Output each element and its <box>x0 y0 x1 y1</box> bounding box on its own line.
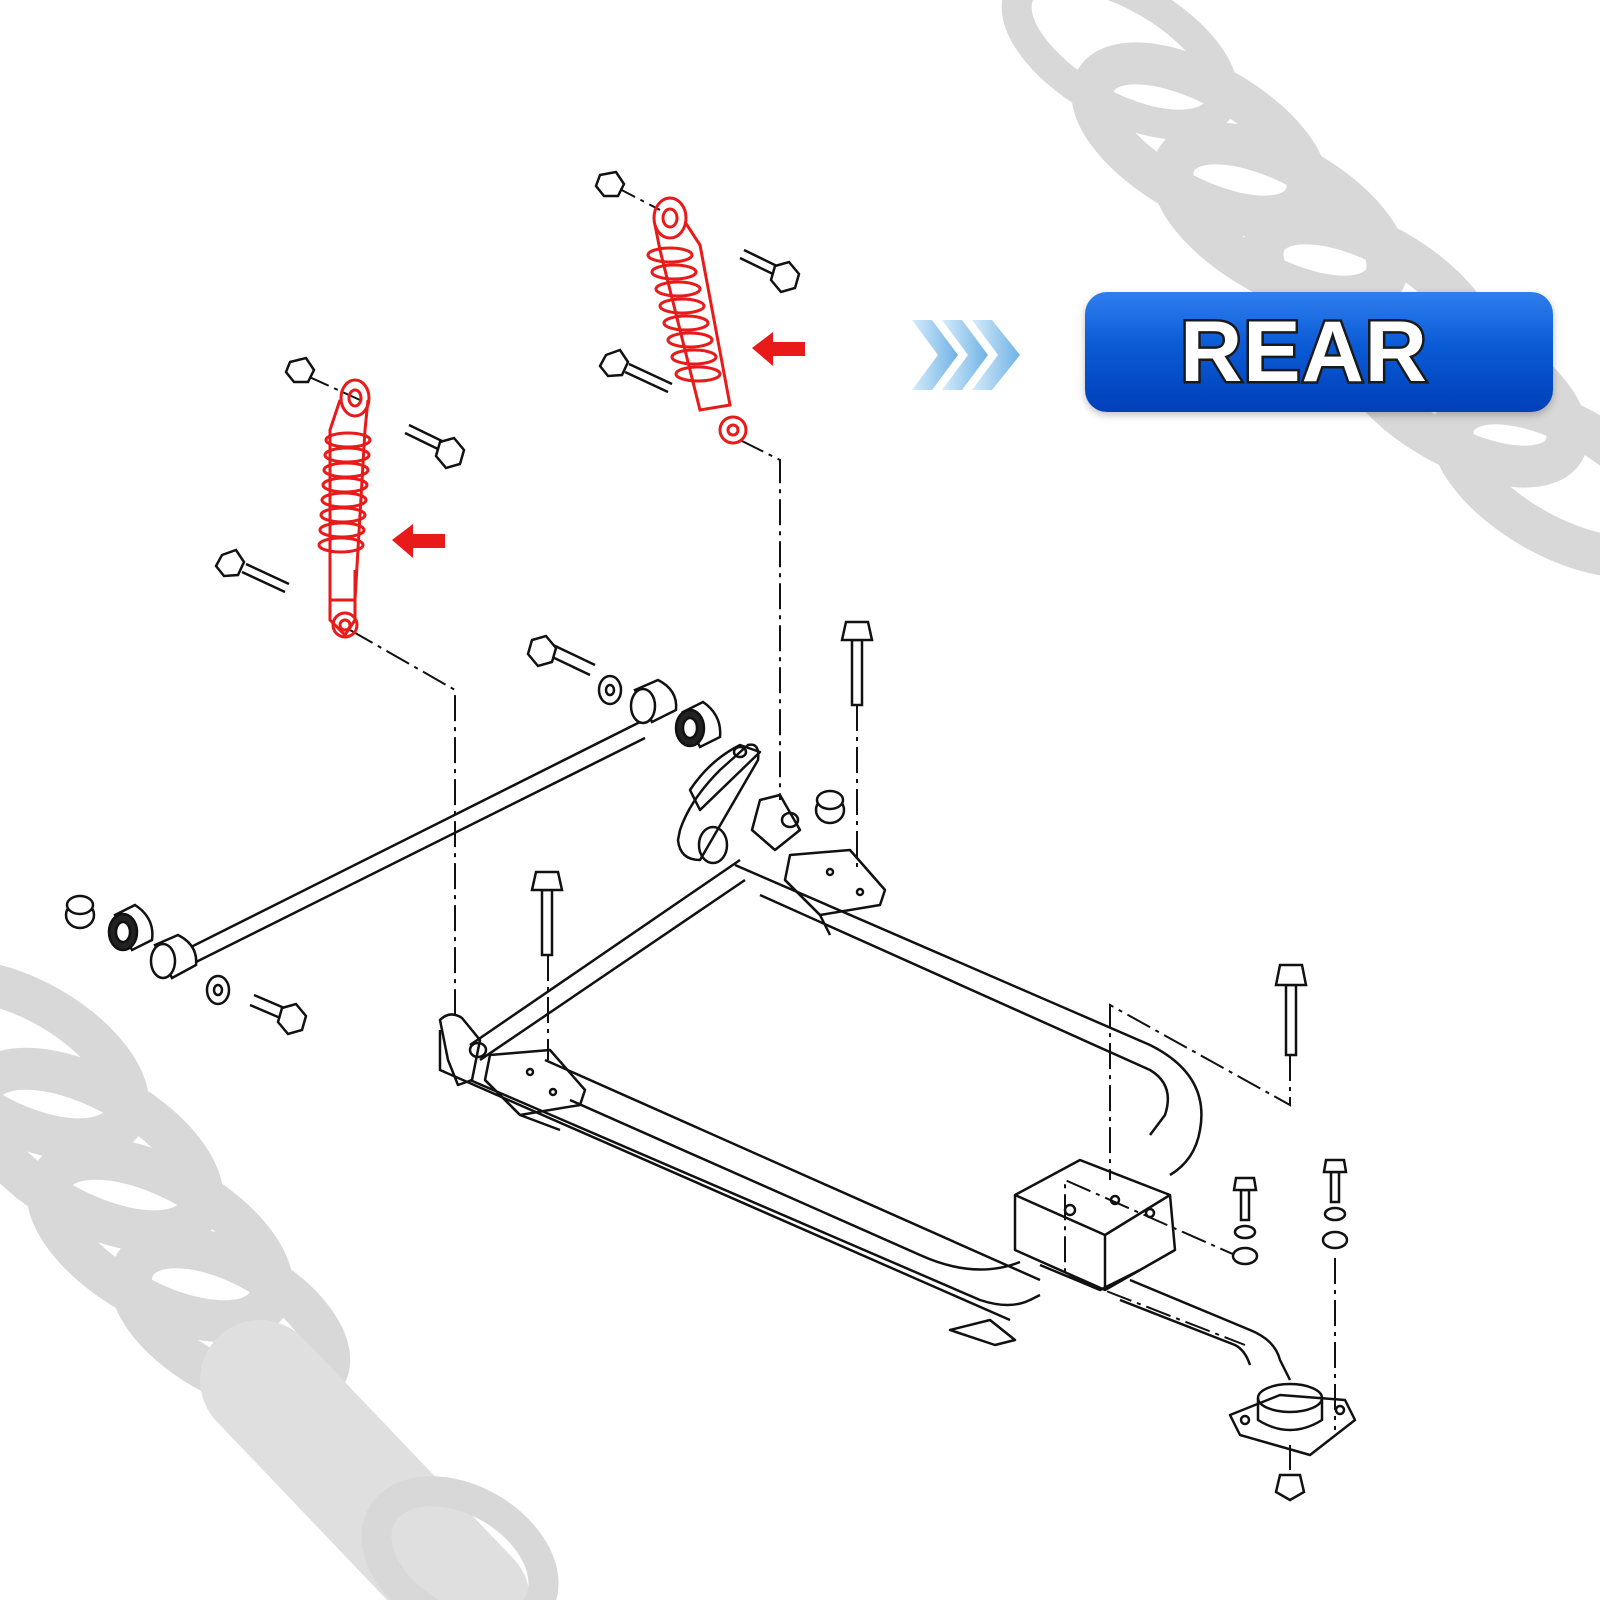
triple-chevron-icon <box>912 320 1020 390</box>
rear-shock-absorber-right <box>646 196 748 445</box>
rear-frame <box>438 743 1357 1457</box>
bolts <box>214 170 1349 1502</box>
red-arrow-icon <box>392 524 445 558</box>
stabilizer-bar <box>64 674 846 1006</box>
background-shock-bottom-left <box>0 959 559 1605</box>
red-arrow-icon <box>752 332 805 366</box>
rear-shock-absorber-left <box>317 378 372 639</box>
rear-badge: REAR <box>1085 292 1553 412</box>
rear-label: REAR <box>1178 301 1430 402</box>
